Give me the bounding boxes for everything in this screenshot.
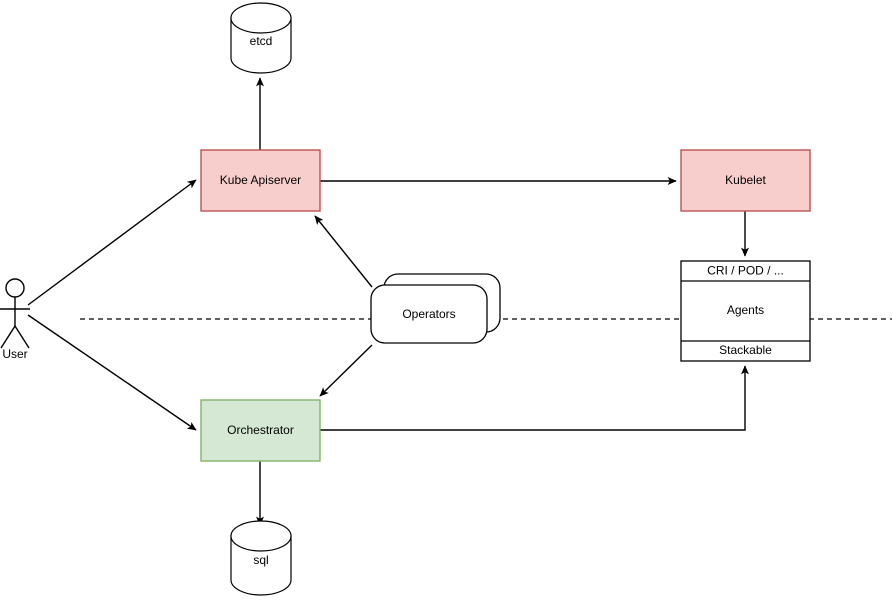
kubelet-box	[680, 149, 811, 212]
node-agents[interactable]: CRI / POD / ... Agents Stackable	[680, 260, 811, 362]
kube-apiserver-box	[200, 149, 321, 212]
orchestrator-box	[200, 399, 321, 462]
agents-header-label: CRI / POD / ...	[707, 264, 784, 278]
node-operators[interactable]: Operators	[370, 273, 501, 344]
edge-user-to-kube-apiserver	[27, 179, 197, 306]
node-etcd[interactable]: etcd	[230, 2, 292, 74]
sql-label: sql	[253, 553, 268, 567]
user-actor-head	[5, 278, 25, 298]
user-actor-leg-left	[0, 325, 16, 349]
orchestrator-label: Orchestrator	[227, 423, 294, 437]
sql-cylinder-top	[230, 520, 292, 552]
sql-cylinder-body	[230, 535, 292, 596]
node-user-actor[interactable]: User	[0, 278, 30, 361]
etcd-cylinder-body	[230, 17, 292, 74]
edge-orchestrator-to-agents	[320, 365, 750, 431]
node-kube-apiserver[interactable]: Kube Apiserver	[200, 149, 321, 212]
agents-footer-label: Stackable	[719, 343, 772, 357]
agents-box	[680, 260, 811, 362]
agents-body-label: Agents	[727, 303, 764, 317]
operators-label: Operators	[402, 307, 455, 321]
user-actor-leg-right	[14, 325, 30, 349]
node-sql[interactable]: sql	[230, 520, 292, 596]
edge-operators-to-orchestrator	[319, 344, 373, 397]
node-kubelet[interactable]: Kubelet	[680, 149, 811, 212]
etcd-label: etcd	[250, 34, 273, 48]
etcd-cylinder-top	[230, 2, 292, 34]
user-actor-label: User	[2, 347, 27, 361]
node-orchestrator[interactable]: Orchestrator	[200, 399, 321, 462]
kubelet-label: Kubelet	[725, 173, 766, 187]
edge-user-to-orchestrator	[27, 314, 197, 431]
kube-apiserver-label: Kube Apiserver	[220, 173, 301, 187]
edge-operators-to-kube-apiserver	[314, 215, 373, 288]
operators-box-front	[370, 284, 488, 344]
